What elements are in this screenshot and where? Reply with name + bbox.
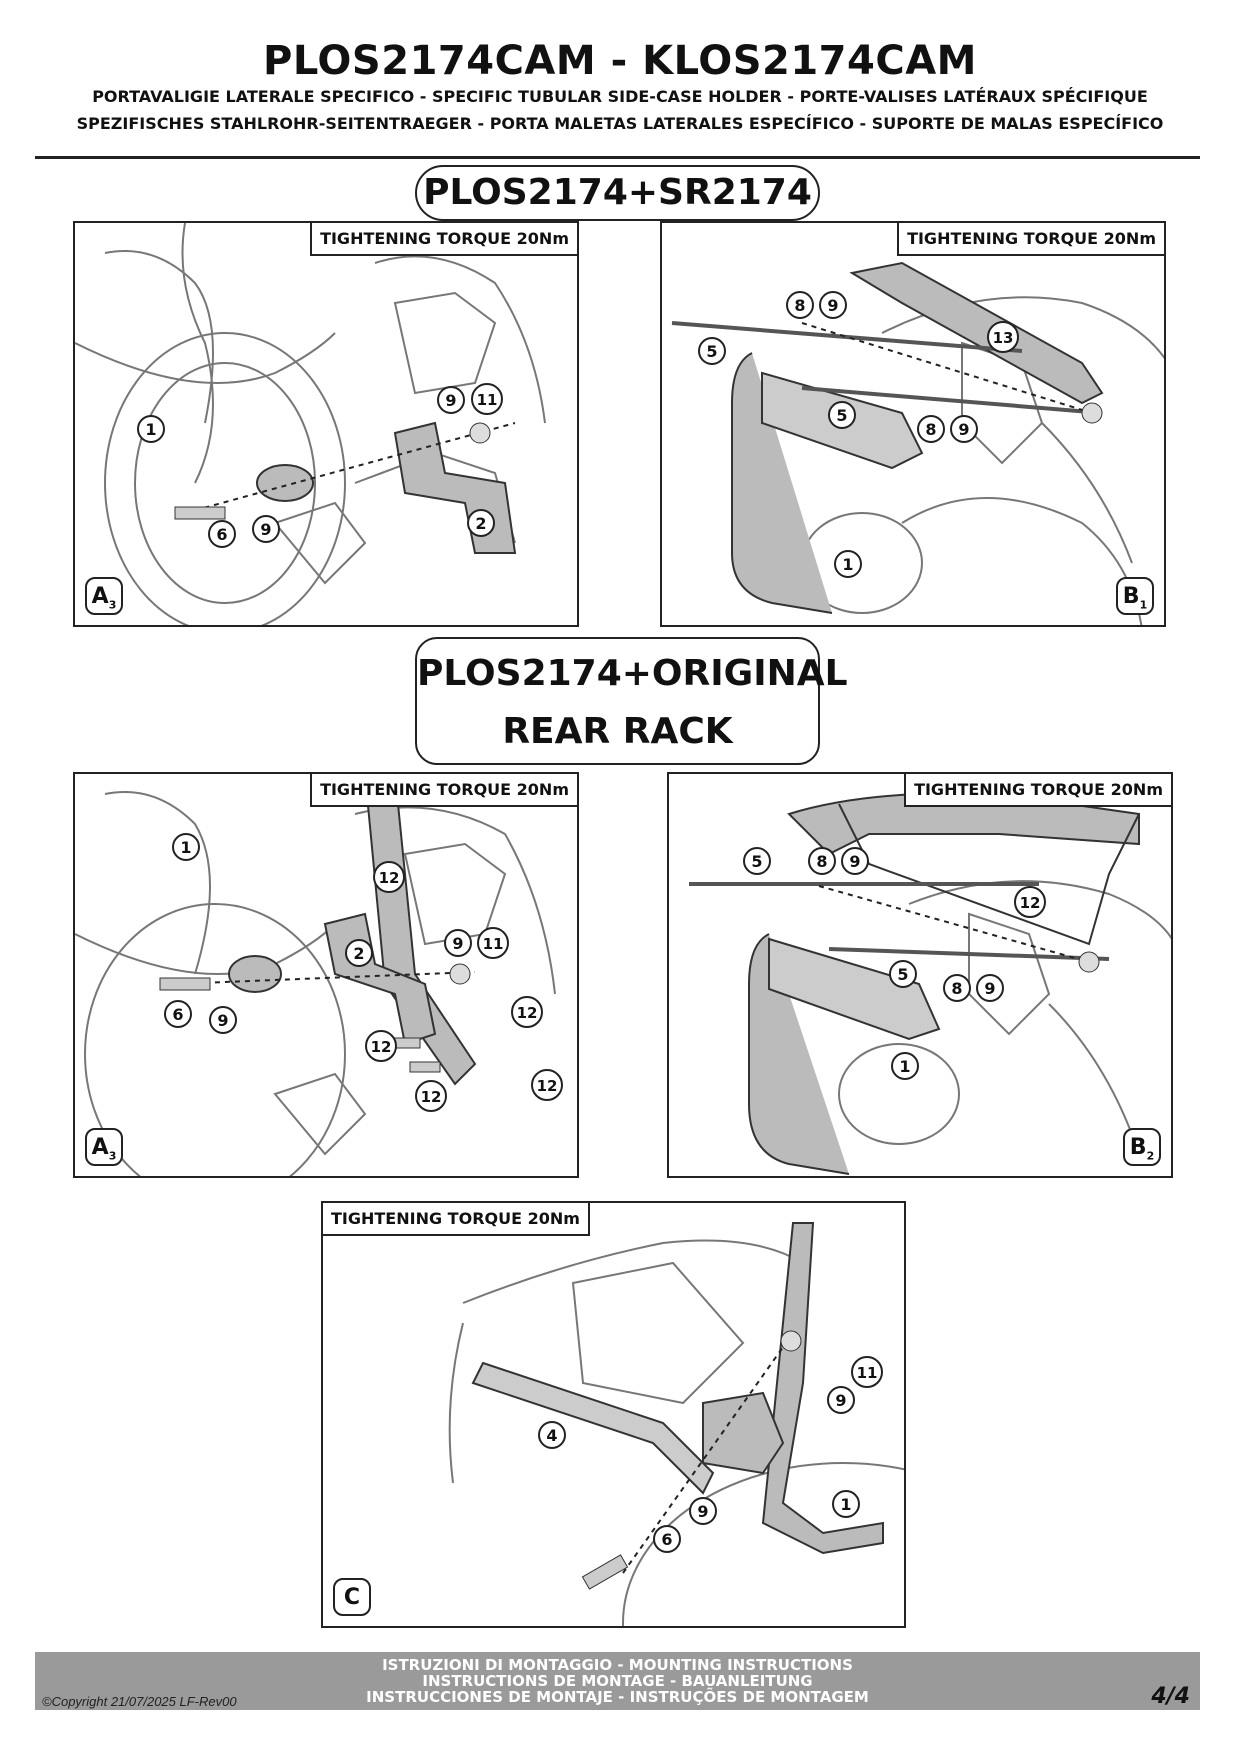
section-original-rack-line-2: REAR RACK — [502, 711, 733, 752]
footer-line-2: INSTRUCTIONS DE MONTAGE - BAUANLEITUNG — [422, 1672, 813, 1690]
callout-part-9-lower: 9 — [976, 974, 1004, 1002]
torque-label: TIGHTENING TORQUE 20Nm — [323, 1203, 590, 1236]
callout-part-13: 13 — [987, 321, 1019, 353]
callout-part-6: 6 — [653, 1525, 681, 1553]
callout-part-9: 9 — [444, 929, 472, 957]
callout-part-9-lower: 9 — [950, 415, 978, 443]
page-number: 4/4 — [1151, 1684, 1190, 1709]
callout-part-9: 9 — [827, 1386, 855, 1414]
callout-part-12-c: 12 — [365, 1030, 397, 1062]
callout-part-9-lower: 9 — [252, 515, 280, 543]
callout-part-2: 2 — [467, 509, 495, 537]
callout-part-6: 6 — [208, 520, 236, 548]
callout-part-12-b: 12 — [511, 996, 543, 1028]
footer-bar: ISTRUZIONI DI MONTAGGIO - MOUNTING INSTR… — [35, 1652, 1200, 1710]
diagram-panel-a3-bottom: TIGHTENING TORQUE 20Nm 1 12 2 9 11 6 9 1… — [73, 772, 579, 1178]
callout-part-9-lower: 9 — [209, 1006, 237, 1034]
callout-part-1: 1 — [834, 550, 862, 578]
section-sr2174-label: PLOS2174+SR2174 — [415, 165, 820, 221]
torque-label: TIGHTENING TORQUE 20Nm — [897, 223, 1164, 256]
motorcycle-illustration-c — [448, 1222, 904, 1626]
callout-part-12-d: 12 — [415, 1080, 447, 1112]
callout-part-9: 9 — [819, 291, 847, 319]
footer-line-3: INSTRUCCIONES DE MONTAJE - INSTRUÇÕES DE… — [366, 1688, 869, 1706]
callout-part-9: 9 — [841, 847, 869, 875]
callout-part-8: 8 — [786, 291, 814, 319]
motorcycle-illustration-b1 — [671, 261, 1164, 625]
diagram-panel-a3-top: TIGHTENING TORQUE 20Nm 1 9 11 6 9 2 A3 — [73, 221, 579, 627]
callout-part-12: 12 — [1014, 886, 1046, 918]
diagram-panel-c: TIGHTENING TORQUE 20Nm 11 9 4 9 1 6 C — [321, 1201, 906, 1628]
panel-tag-c: C — [333, 1578, 371, 1616]
callout-part-2: 2 — [345, 939, 373, 967]
callout-part-5: 5 — [698, 337, 726, 365]
callout-part-8-lower: 8 — [943, 974, 971, 1002]
header-divider — [35, 156, 1200, 159]
callout-part-5-lower: 5 — [889, 960, 917, 988]
panel-tag-b1: B1 — [1116, 577, 1154, 615]
callout-part-6: 6 — [164, 1000, 192, 1028]
panel-tag-a3: A3 — [85, 1128, 123, 1166]
callout-part-12: 12 — [373, 861, 405, 893]
diagram-panel-b1: TIGHTENING TORQUE 20Nm 8 9 5 13 5 8 9 1 … — [660, 221, 1166, 627]
section-original-rack-line-1: PLOS2174+ORIGINAL — [417, 653, 848, 694]
callout-part-1: 1 — [891, 1052, 919, 1080]
callout-part-1: 1 — [137, 415, 165, 443]
torque-label: TIGHTENING TORQUE 20Nm — [310, 223, 577, 256]
subtitle-line-2: SPEZIFISCHES STAHLROHR-SEITENTRAEGER - P… — [76, 114, 1164, 133]
callout-part-11: 11 — [471, 383, 503, 415]
callout-part-1: 1 — [832, 1490, 860, 1518]
callout-part-11: 11 — [477, 927, 509, 959]
callout-part-5: 5 — [743, 847, 771, 875]
callout-part-1: 1 — [172, 833, 200, 861]
motorcycle-illustration-a3-bottom — [75, 774, 556, 1176]
torque-label: TIGHTENING TORQUE 20Nm — [310, 774, 577, 807]
callout-part-4: 4 — [538, 1421, 566, 1449]
callout-part-8: 8 — [808, 847, 836, 875]
callout-part-9: 9 — [437, 386, 465, 414]
motorcycle-illustration-b2 — [689, 792, 1171, 1175]
panel-tag-b2: B2 — [1123, 1128, 1161, 1166]
callout-part-11: 11 — [851, 1356, 883, 1388]
section-original-rack-label: PLOS2174+ORIGINAL REAR RACK — [415, 637, 848, 765]
torque-label: TIGHTENING TORQUE 20Nm — [904, 774, 1171, 807]
callout-part-12-e: 12 — [531, 1069, 563, 1101]
diagram-panel-b2: TIGHTENING TORQUE 20Nm 5 8 9 12 5 8 9 1 … — [667, 772, 1173, 1178]
callout-part-9-lower: 9 — [689, 1497, 717, 1525]
footer-line-1: ISTRUZIONI DI MONTAGGIO - MOUNTING INSTR… — [382, 1656, 853, 1674]
subtitle-line-1: PORTAVALIGIE LATERALE SPECIFICO - SPECIF… — [92, 87, 1148, 106]
document-title: PLOS2174CAM - KLOS2174CAM — [263, 38, 977, 84]
callout-part-8-lower: 8 — [917, 415, 945, 443]
panel-tag-a3: A3 — [85, 577, 123, 615]
copyright-notice: ©Copyright 21/07/2025 LF-Rev00 — [42, 1694, 237, 1709]
callout-part-5-lower: 5 — [828, 401, 856, 429]
